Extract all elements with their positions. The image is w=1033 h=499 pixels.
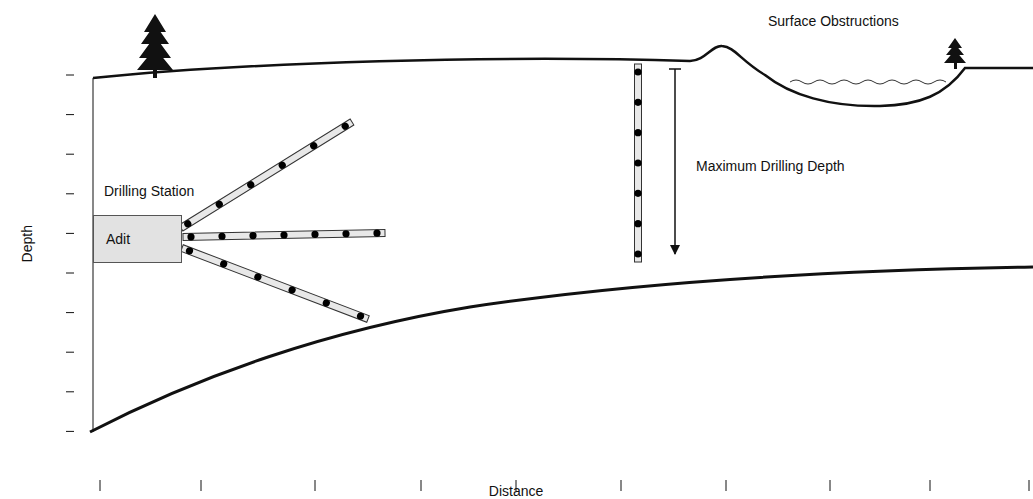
- max-depth-label: Maximum Drilling Depth: [696, 159, 845, 174]
- sample-point: [249, 232, 256, 239]
- y-tick: [66, 233, 74, 234]
- y-tick: [66, 193, 74, 194]
- y-tick: [66, 431, 74, 432]
- sample-point: [253, 272, 262, 281]
- axis-title: Depth: [20, 225, 35, 262]
- sample-point: [187, 233, 194, 240]
- sample-point: [342, 230, 349, 237]
- axis-title: Distance: [489, 484, 543, 499]
- sample-point: [634, 220, 641, 227]
- sample-point: [634, 159, 641, 166]
- sample-point: [219, 259, 228, 268]
- lower-boundary: [90, 267, 1033, 432]
- drill-hole: [179, 119, 354, 231]
- y-tick: [66, 352, 74, 353]
- drill-hole-casing: [183, 230, 385, 241]
- sample-point: [280, 231, 287, 238]
- x-tick: [315, 480, 316, 491]
- sample-point: [277, 160, 287, 170]
- tree: [137, 14, 173, 78]
- y-tick: [66, 75, 74, 76]
- sample-point: [373, 229, 380, 236]
- sample-point: [634, 129, 641, 136]
- sample-point: [340, 121, 350, 131]
- x-tick: [830, 480, 831, 491]
- x-tick: [1029, 480, 1030, 491]
- surface-obstructions-label: Surface Obstructions: [768, 14, 899, 29]
- x-axis-ticks: [100, 480, 1029, 491]
- depth-arrow: [674, 69, 676, 254]
- x-tick: [726, 480, 727, 491]
- y-axis-ticks: [66, 75, 74, 431]
- x-tick: [421, 480, 422, 491]
- sample-point: [634, 99, 641, 106]
- x-tick: [930, 480, 931, 491]
- sample-point: [356, 311, 365, 320]
- y-tick: [66, 154, 74, 155]
- sample-point: [309, 141, 319, 151]
- drill-hole: [634, 64, 641, 262]
- x-tick: [621, 480, 622, 491]
- node-label: Adit: [106, 231, 130, 247]
- drill-hole-casing: [635, 64, 642, 262]
- sample-point: [634, 68, 641, 75]
- sample-point: [634, 250, 641, 257]
- sample-point: [183, 219, 193, 229]
- y-tick: [66, 391, 74, 392]
- drill-holes: [179, 64, 641, 322]
- adit-box: Adit: [93, 215, 182, 263]
- drilling-station-label: Drilling Station: [104, 184, 194, 199]
- y-tick: [66, 114, 74, 115]
- sample-point: [322, 298, 331, 307]
- drill-hole: [183, 229, 385, 240]
- sample-point: [214, 199, 224, 209]
- sample-point: [185, 246, 194, 255]
- sample-point: [634, 190, 641, 197]
- x-tick: [201, 480, 202, 491]
- x-tick: [100, 480, 101, 491]
- drill-hole-casing: [179, 119, 354, 231]
- y-tick: [66, 312, 74, 313]
- sample-point: [287, 285, 296, 294]
- y-tick: [66, 273, 74, 274]
- drill-hole: [181, 245, 370, 323]
- sample-point: [246, 180, 256, 190]
- drill-hole-casing: [181, 245, 369, 323]
- water-surface: [790, 80, 946, 84]
- sample-point: [218, 233, 225, 240]
- sample-point: [311, 231, 318, 238]
- tree: [944, 38, 966, 69]
- ground-surface: [93, 46, 1033, 106]
